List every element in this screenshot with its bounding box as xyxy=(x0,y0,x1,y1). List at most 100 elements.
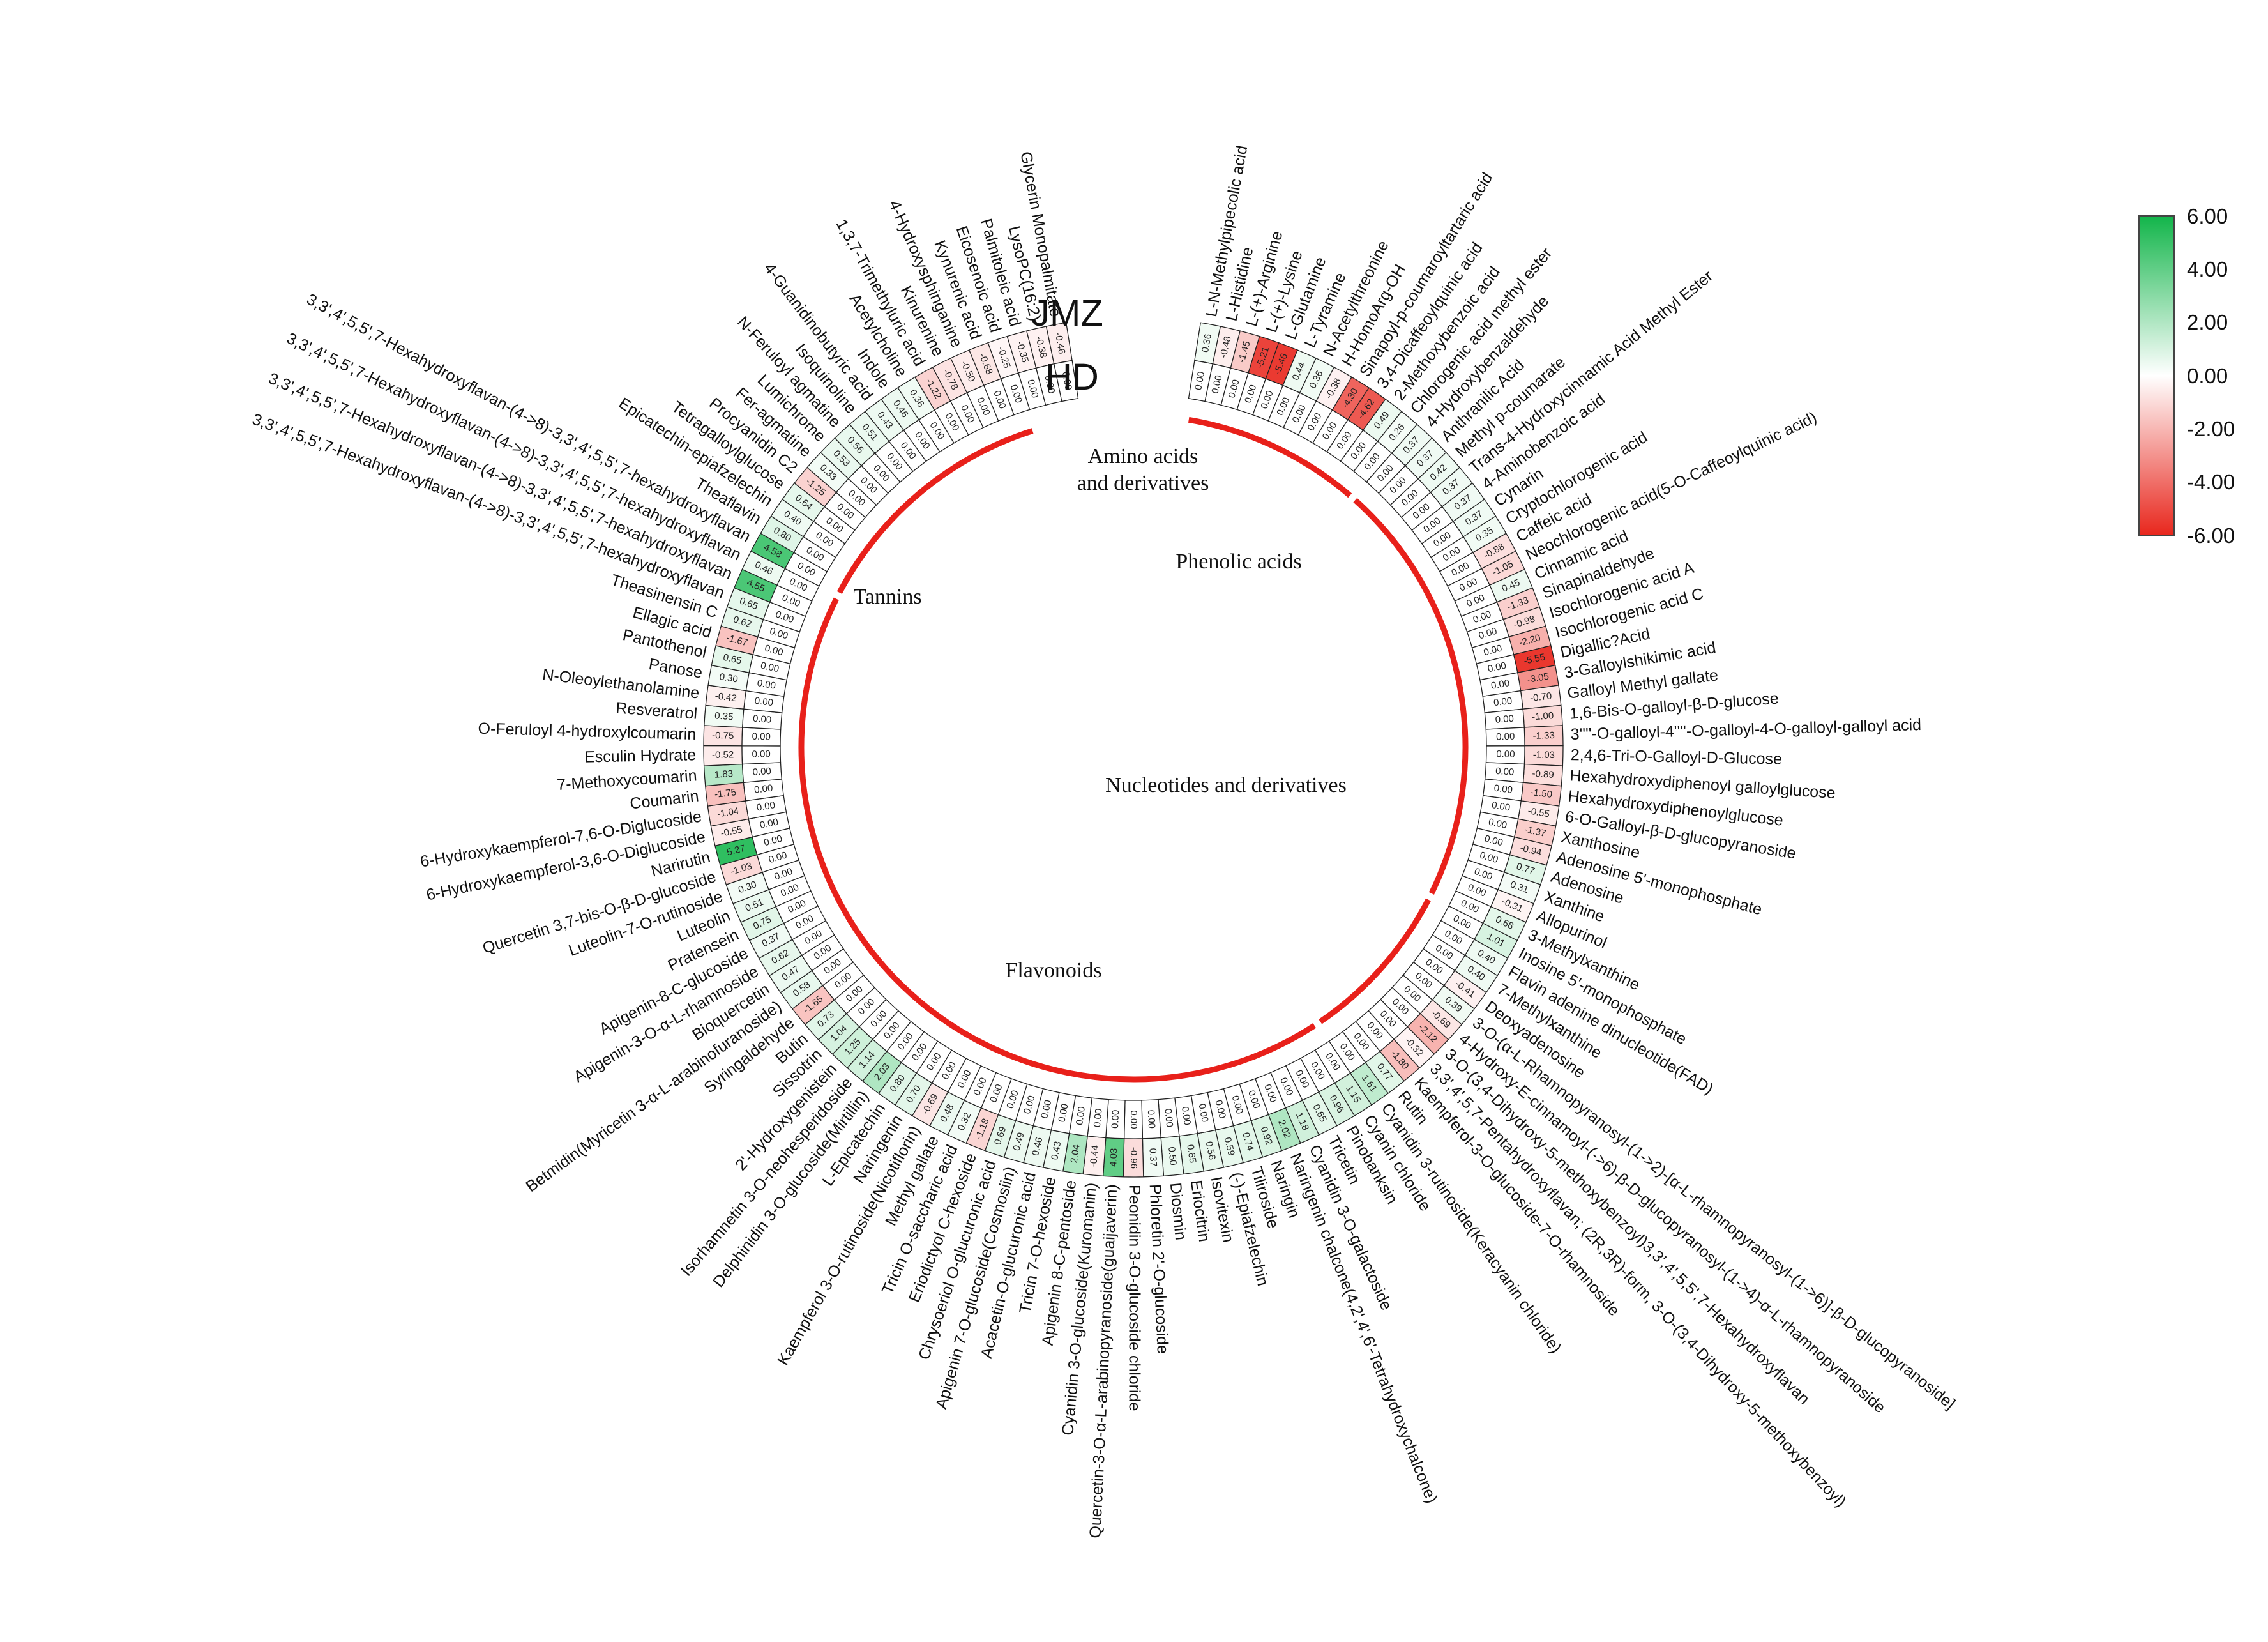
cell-value-hd: 0.00 xyxy=(1092,1108,1105,1128)
cell-value-jmz: -1.75 xyxy=(714,787,737,800)
cell-value-jmz: -5.55 xyxy=(1523,651,1546,667)
cell-value-hd: 0.00 xyxy=(1490,678,1511,692)
cell-value-jmz: 0.43 xyxy=(1049,1141,1063,1161)
group-arc xyxy=(1353,498,1469,895)
metabolite-label: Resveratrol xyxy=(615,699,698,722)
metabolite-label: 3''''-O-galloyl-4''''-O-galloyl-4-O-gall… xyxy=(1570,716,1921,743)
cell-value-jmz: -1.33 xyxy=(1532,730,1555,741)
cell-value-jmz: 4.03 xyxy=(1108,1148,1119,1167)
cell-value-jmz: -1.04 xyxy=(716,805,739,819)
cell-value-jmz: -0.96 xyxy=(1128,1147,1139,1169)
cell-value-hd: 0.00 xyxy=(1196,1103,1210,1123)
cell-value-hd: 0.00 xyxy=(1145,1109,1157,1129)
cell-value-jmz: 5.27 xyxy=(725,843,746,858)
cell-value-hd: 0.00 xyxy=(1483,833,1504,849)
color-legend: 6.00 4.00 2.00 0.00 -2.00 -4.00 -6.00 xyxy=(2138,204,2235,547)
cell-value-hd: 0.00 xyxy=(752,749,771,760)
cell-value-jmz: 0.65 xyxy=(722,652,743,667)
cell-value-jmz: -0.42 xyxy=(714,690,737,704)
cell-value-hd: 0.00 xyxy=(1496,749,1515,760)
cell-value-hd: 0.00 xyxy=(1483,642,1504,658)
cell-value-hd: 0.00 xyxy=(1193,370,1207,391)
cell-value-jmz: 2.04 xyxy=(1069,1144,1082,1164)
metabolite-label: 3-O-(3,4-Dihydroxy-5-methoxybenzoyl)3,3'… xyxy=(1441,1045,1813,1408)
cell-value-hd: 0.00 xyxy=(1110,1109,1121,1129)
cell-value-jmz: 0.59 xyxy=(1222,1136,1237,1157)
metabolite-label: Esculin Hydrate xyxy=(584,746,697,766)
cell-value-jmz: -0.89 xyxy=(1532,768,1554,780)
cell-value-jmz: -0.46 xyxy=(1053,331,1068,355)
ring-label-jmz: JMZ xyxy=(1031,293,1103,334)
legend-tick: -6.00 xyxy=(2187,524,2235,547)
cell-value-hd: 0.00 xyxy=(752,731,771,743)
cell-value-jmz: 0.46 xyxy=(1030,1136,1045,1157)
cell-value-jmz: -1.37 xyxy=(1523,824,1547,839)
cell-value-hd: 0.00 xyxy=(1039,1099,1054,1120)
group-label: Flavonoids xyxy=(1005,959,1101,982)
cell-value-jmz: 0.35 xyxy=(714,710,734,722)
cell-value-jmz: 0.65 xyxy=(1184,1144,1198,1164)
cell-value-hd: 0.00 xyxy=(762,833,783,849)
legend-tick: 2.00 xyxy=(2187,310,2228,334)
cell-value-jmz: 0.50 xyxy=(1166,1146,1179,1166)
metabolite-label: Phloretin 2'-O-glucoside xyxy=(1146,1184,1172,1355)
cell-value-hd: 0.00 xyxy=(1179,1106,1193,1125)
cell-value-hd: 0.00 xyxy=(756,800,776,813)
cell-value-hd: 0.00 xyxy=(1493,696,1513,708)
cell-value-jmz: -1.50 xyxy=(1530,787,1553,800)
cell-value-hd: 0.00 xyxy=(1209,374,1224,395)
cell-value-hd: 0.00 xyxy=(1496,731,1515,743)
metabolite-label: Diosmin xyxy=(1167,1182,1190,1242)
cell-value-hd: 0.00 xyxy=(753,783,773,796)
cell-value-jmz: 0.36 xyxy=(1200,333,1214,353)
cell-value-hd: 0.00 xyxy=(759,816,779,831)
ring-label-hd: HD xyxy=(1045,356,1099,398)
cell-value-jmz: -0.44 xyxy=(1088,1144,1101,1167)
cell-value-jmz: -0.52 xyxy=(712,749,734,761)
cell-value-hd: 0.00 xyxy=(1162,1108,1175,1128)
metabolite-label: 3,3',4',5,7-Pentahydroxyflavan; (2R,3R)-… xyxy=(1426,1060,1850,1511)
cell-value-hd: 0.00 xyxy=(752,713,771,726)
cell-value-jmz: -0.70 xyxy=(1529,690,1552,704)
legend-tick: -2.00 xyxy=(2187,417,2235,441)
cell-value-jmz: 0.30 xyxy=(718,671,739,685)
legend-tick: 6.00 xyxy=(2187,204,2228,228)
cell-value-jmz: -1.03 xyxy=(1533,749,1555,761)
legend-tick: -4.00 xyxy=(2187,470,2235,494)
cell-value-hd: 0.00 xyxy=(1486,660,1507,675)
cell-value-jmz: 0.56 xyxy=(1204,1141,1218,1161)
cell-value-hd: 0.00 xyxy=(752,766,771,778)
cell-value-hd: 0.00 xyxy=(1128,1110,1139,1129)
cell-value-hd: 0.00 xyxy=(1074,1106,1087,1125)
cell-value-jmz: -3.05 xyxy=(1527,671,1550,685)
metabolite-label: Peonidin 3-O-glucoside chloride xyxy=(1125,1185,1143,1411)
cell-value-hd: 0.00 xyxy=(1491,800,1511,813)
group-arc xyxy=(798,597,1317,1083)
metabolite-label: 4-Hydroxy-E-cinnamoyl-(->6)-β-D-glucopyr… xyxy=(1455,1030,1889,1417)
cell-value-hd: 0.00 xyxy=(754,696,774,708)
cell-value-jmz: -1.00 xyxy=(1532,710,1554,722)
group-label: Phenolic acids xyxy=(1176,550,1301,574)
group-label: Nucleotides and derivatives xyxy=(1105,773,1347,797)
heatmap-cell-hd xyxy=(1054,360,1079,402)
group-arc xyxy=(836,428,1034,595)
group-label: Tannins xyxy=(853,585,921,609)
group-arc xyxy=(1319,898,1432,1024)
cell-value-hd: 0.00 xyxy=(1056,1103,1070,1123)
cell-value-jmz: 0.37 xyxy=(1147,1148,1159,1167)
cell-value-jmz: -0.55 xyxy=(720,824,743,839)
group-arc xyxy=(1188,416,1352,498)
cell-value-jmz: 1.83 xyxy=(714,768,733,780)
legend-tick: 4.00 xyxy=(2187,257,2228,281)
cell-value-hd: 0.00 xyxy=(1495,766,1515,778)
metabolite-label: O-Feruloyl 4-hydroxylcoumarin xyxy=(478,720,696,743)
cell-value-jmz: -0.75 xyxy=(712,730,734,741)
cell-value-hd: 0.00 xyxy=(1488,816,1508,831)
cell-value-hd: 0.00 xyxy=(1042,374,1057,395)
heatmap-cells: 0.360.00-0.480.00-1.450.00-5.210.00-5.46… xyxy=(703,322,1564,1178)
cell-value-hd: 0.00 xyxy=(756,678,776,692)
cell-value-hd: 0.00 xyxy=(1213,1099,1228,1120)
cell-value-hd: 0.00 xyxy=(1060,370,1074,391)
